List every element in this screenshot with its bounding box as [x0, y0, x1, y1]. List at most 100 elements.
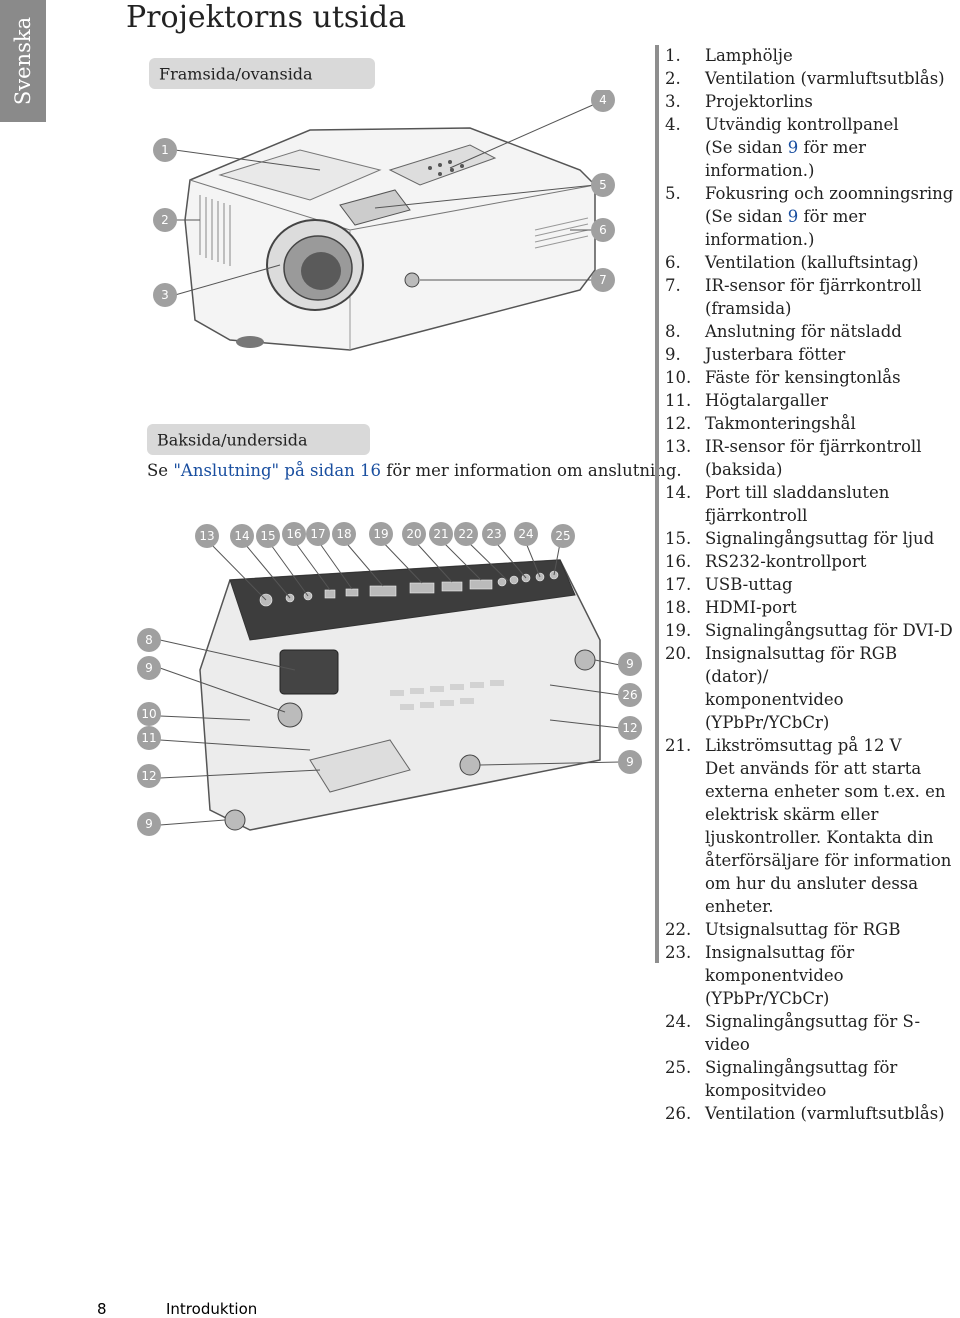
list-item-detail: (framsida) [705, 297, 957, 320]
back-callout-25: 25 [551, 524, 575, 548]
list-item-number: 4. [665, 115, 681, 134]
svg-text:1: 1 [161, 143, 169, 157]
list-item-detail-text: (baksida) [705, 460, 783, 479]
list-item: 10.Fäste för kensingtonlås [665, 366, 957, 389]
page-number: 8 [97, 1300, 107, 1318]
svg-text:12: 12 [622, 721, 637, 735]
list-item-number: 2. [665, 69, 681, 88]
back-callout-26: 26 [618, 683, 642, 707]
list-item-number: 8. [665, 322, 681, 341]
list-item: 26. Ventilation (varmluftsutblås) [665, 1102, 957, 1125]
back-callout-12a: 12 [137, 764, 161, 788]
page-reference-link[interactable]: 9 [787, 138, 799, 157]
front-callout-5: 5 [591, 173, 615, 197]
list-item-number: 14. [665, 483, 692, 502]
list-item-number: 6. [665, 253, 681, 272]
list-item-number: 22. [665, 920, 692, 939]
projector-front-illustration: 1 2 3 4 5 6 7 [153, 90, 615, 351]
svg-text:16: 16 [286, 527, 301, 541]
list-item-detail-text: (Se sidan [705, 138, 788, 157]
list-item-number: 17. [665, 575, 692, 594]
list-item-number: 21. [665, 736, 692, 755]
list-item-label: Insignalsuttag för RGB (dator)/ [705, 644, 898, 686]
list-item-label: Utvändig kontrollpanel [705, 115, 899, 134]
list-item-detail: kompositvideo [705, 1079, 957, 1102]
back-callout-24: 24 [514, 522, 538, 546]
svg-text:9: 9 [626, 657, 634, 671]
list-item-detail-text: Det används för att starta externa enhet… [705, 759, 952, 916]
svg-text:19: 19 [373, 527, 388, 541]
back-callout-15: 15 [256, 524, 280, 548]
list-item-number: 15. [665, 529, 692, 548]
back-callout-17: 17 [306, 522, 330, 546]
svg-text:24: 24 [518, 527, 533, 541]
svg-text:15: 15 [260, 529, 275, 543]
list-item-label: IR-sensor för fjärrkontroll [705, 437, 922, 456]
list-item-number: 9. [665, 345, 681, 364]
svg-text:25: 25 [555, 529, 570, 543]
list-item: 11.Högtalargaller [665, 389, 957, 412]
list-item-detail: komponentvideo (YPbPr/YCbCr) [705, 688, 957, 734]
list-item-detail-text: komponentvideo (YPbPr/YCbCr) [705, 966, 844, 1008]
back-callout-16: 16 [282, 522, 306, 546]
list-item: 20.Insignalsuttag för RGB (dator)/kompon… [665, 642, 957, 734]
footer-section: Introduktion [166, 1300, 258, 1318]
list-item-number: 10. [665, 368, 692, 387]
list-item-detail-text: för mer information.) [705, 138, 866, 180]
list-item: 4. Utvändig kontrollpanel (Se sidan 9 för … [665, 113, 957, 182]
list-item-detail: (baksida) [705, 458, 957, 481]
back-callout-21: 21 [429, 522, 453, 546]
list-item-label: Anslutning för nätsladd [705, 322, 902, 341]
list-item: 16.RS232-kontrollport [665, 550, 957, 573]
page-reference-link[interactable]: 9 [787, 207, 799, 226]
list-item-label: Ventilation (varmluftsutblås) [705, 1104, 945, 1123]
list-item-number: 24. [665, 1012, 692, 1031]
back-callout-13: 13 [195, 524, 219, 548]
list-item-number: 16. [665, 552, 692, 571]
front-callout-1: 1 [153, 138, 177, 162]
list-item-label: Insignalsuttag för [705, 943, 855, 962]
list-item-number: 1. [665, 46, 681, 65]
back-callout-14: 14 [230, 524, 254, 548]
back-callout-12b: 12 [618, 716, 642, 740]
list-item-label: Signalingångsuttag för ljud [705, 529, 935, 548]
svg-text:21: 21 [433, 527, 448, 541]
list-item: 2.Ventilation (varmluftsutblås) [665, 67, 957, 90]
svg-text:23: 23 [486, 527, 501, 541]
list-item-label: Takmonteringshål [705, 414, 856, 433]
back-callout-8: 8 [137, 628, 161, 652]
list-item-detail-text: (Se sidan [705, 207, 788, 226]
list-item-detail-text: (framsida) [705, 299, 792, 318]
list-item-label: Ventilation (kalluftsintag) [705, 253, 919, 272]
list-item-number: 3. [665, 92, 681, 111]
back-callout-23: 23 [482, 522, 506, 546]
svg-text:14: 14 [234, 529, 249, 543]
svg-text:5: 5 [599, 178, 607, 192]
list-item-label: Lamphölje [705, 46, 793, 65]
list-item: 19.Signalingångsuttag för DVI-D [665, 619, 957, 642]
list-item: 3.Projektorlins [665, 90, 957, 113]
list-item-number: 5. [665, 184, 681, 203]
connection-page-link[interactable]: "Anslutning" på sidan 16 [173, 461, 382, 480]
list-item-label: HDMI-port [705, 598, 797, 617]
back-callout-9b: 9 [137, 812, 161, 836]
svg-text:7: 7 [599, 273, 607, 287]
list-divider [655, 45, 659, 963]
back-callout-18: 18 [332, 522, 356, 546]
list-item: 5.Fokusring och zoomningsring(Se sidan 9… [665, 182, 957, 251]
svg-text:9: 9 [145, 661, 153, 675]
list-item: 8. Anslutning för nätsladd [665, 320, 957, 343]
back-section-heading: Baksida/undersida [147, 424, 370, 455]
list-item: 7.IR-sensor för fjärrkontroll(framsida) [665, 274, 957, 320]
list-item-detail-text: kompositvideo [705, 1081, 827, 1100]
list-item-number: 19. [665, 621, 692, 640]
list-item-number: 12. [665, 414, 692, 433]
list-item: 17.USB-uttag [665, 573, 957, 596]
list-item-number: 26. [665, 1104, 692, 1123]
list-item-label: IR-sensor för fjärrkontroll [705, 276, 922, 295]
front-callout-4: 4 [591, 90, 615, 112]
list-item-detail: (Se sidan 9 för mer information.) [705, 205, 957, 251]
